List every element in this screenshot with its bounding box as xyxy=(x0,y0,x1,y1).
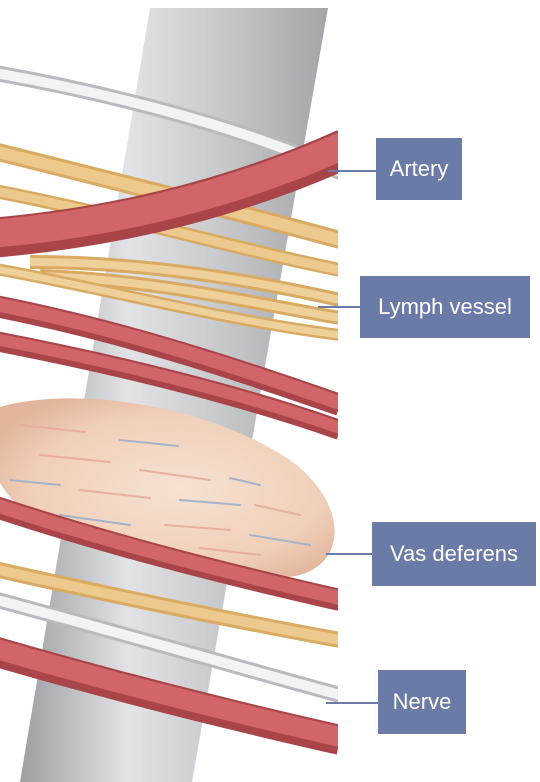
artery-strand-upper xyxy=(0,130,338,258)
artery-strands-middle xyxy=(0,295,338,440)
nerve-leader-line xyxy=(326,702,378,704)
artery-strand-lower-a xyxy=(0,496,338,611)
lymph-vessel-label: Lymph vessel xyxy=(360,276,530,338)
lymph-vessel-leader-line xyxy=(318,306,360,308)
lymph-strands-middle xyxy=(0,255,338,341)
lymph-strand-lower xyxy=(0,562,338,648)
vas-deferens-leader-line xyxy=(326,553,372,555)
artery-leader-line xyxy=(328,170,376,172)
vas-deferens-label: Vas deferens xyxy=(372,522,536,586)
nerve-label: Nerve xyxy=(378,670,466,734)
nerve-strand-lower xyxy=(0,592,338,703)
artery-strand-lower-b xyxy=(0,637,338,755)
artery-label: Artery xyxy=(376,138,462,200)
